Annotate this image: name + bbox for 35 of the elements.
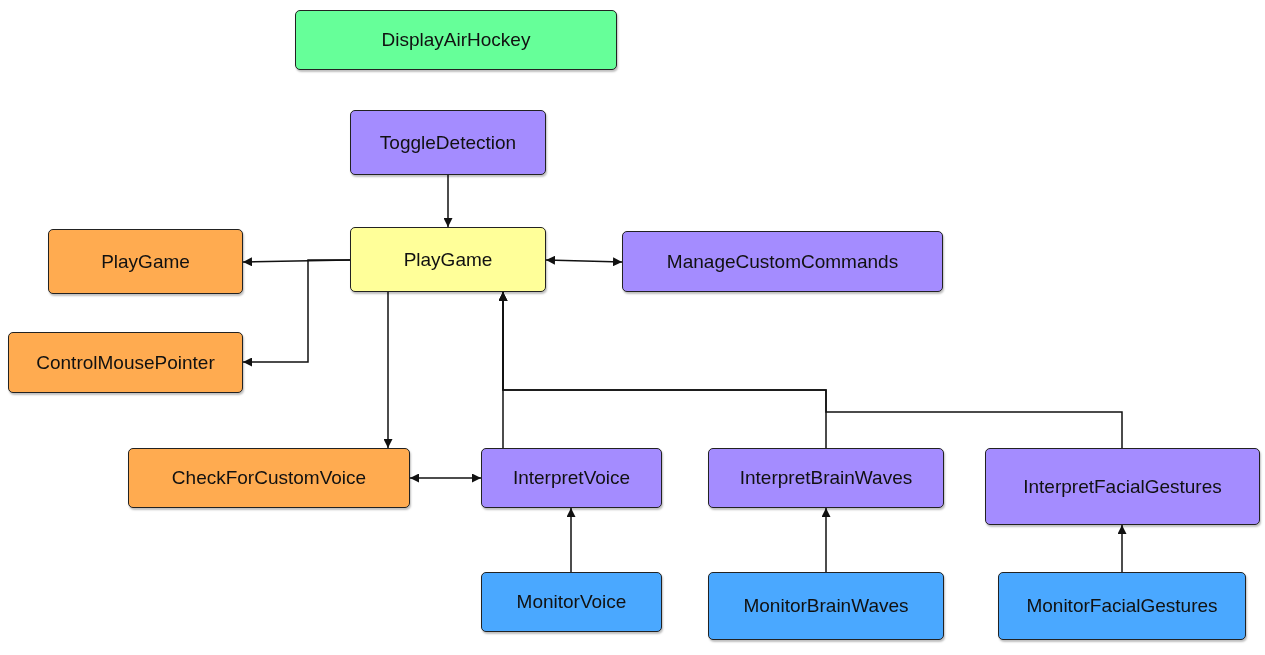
process-box [708, 572, 944, 640]
arrow [242, 259, 351, 367]
process-box [48, 229, 243, 294]
box-label: PlayGame [101, 250, 190, 273]
process-box [350, 227, 546, 292]
arrow [443, 174, 453, 228]
box-label: DisplayAirHockey [381, 29, 531, 51]
box-label: InterpretFacialGestures [1023, 475, 1222, 498]
box-label: InterpretBrainWaves [739, 467, 913, 489]
arrow [566, 507, 576, 573]
process-box [481, 448, 662, 508]
box-label: ToggleDetection [379, 131, 517, 154]
process-box [295, 10, 617, 70]
process-box [8, 332, 243, 393]
box-label: MonitorVoice [516, 591, 627, 613]
box-label: MonitorBrainWaves [743, 595, 909, 617]
process-box [708, 448, 944, 508]
process-box [350, 110, 546, 175]
process-box [998, 572, 1246, 640]
arrow [498, 291, 1123, 449]
arrow [1117, 524, 1127, 573]
box-label: ManageCustomCommands [666, 250, 899, 273]
arrow [545, 255, 623, 267]
box-label: MonitorFacialGestures [1026, 595, 1218, 617]
process-box [622, 231, 943, 292]
arrow [383, 291, 393, 449]
process-box [481, 572, 662, 632]
box-label: InterpretVoice [512, 467, 631, 489]
arrow [821, 507, 831, 573]
process-box [128, 448, 410, 508]
process-box [985, 448, 1260, 525]
box-label: ControlMousePointer [36, 351, 215, 374]
arrow [409, 473, 482, 483]
box-label: CheckForCustomVoice [171, 467, 367, 489]
box-label: PlayGame [403, 248, 493, 271]
